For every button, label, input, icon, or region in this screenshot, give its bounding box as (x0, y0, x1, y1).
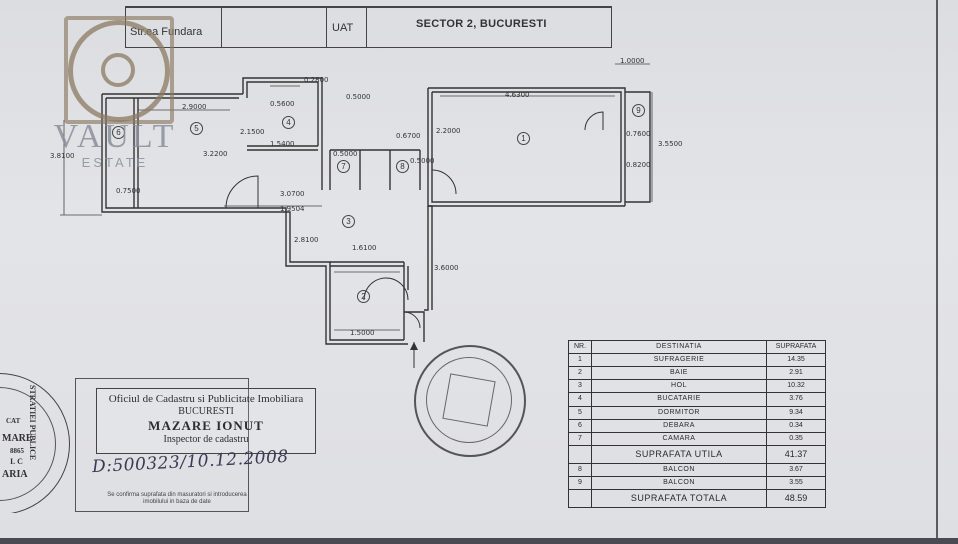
room-number: 8 (396, 160, 409, 173)
dim-label: 4.6300 (505, 91, 530, 99)
dim-label: 0.7500 (116, 187, 141, 195)
room-number: 2 (357, 290, 370, 303)
inspector-stamp: Oficiul de Cadastru si Publicitate Imobi… (96, 388, 316, 454)
paper-edge (936, 0, 938, 544)
dim-label: 0.7600 (626, 130, 651, 138)
dim-label: 0.2800 (304, 76, 329, 84)
room-number: 4 (282, 116, 295, 129)
round-seal (414, 345, 526, 457)
dim-label: 3.0700 (280, 190, 305, 198)
dim-label: 1.5400 (270, 140, 295, 148)
dim-label: 0.5000 (410, 157, 435, 165)
entrance-arrow (410, 342, 418, 368)
uat-label: UAT (332, 22, 354, 34)
seal-emblem-icon (442, 373, 496, 427)
ship-wheel-icon (68, 20, 170, 122)
table-header-row: NR. DESTINATIA SUPRAFATA (568, 339, 826, 355)
dim-label: 0.8200 (626, 161, 651, 169)
dim-label: 2.8100 (294, 236, 319, 244)
room-number: 6 (112, 126, 125, 139)
room-number: 7 (337, 160, 350, 173)
room-number: 3 (342, 215, 355, 228)
dim-label: 0.5000 (346, 93, 371, 101)
dim-label: 3.6000 (434, 264, 459, 272)
logo-sub: ESTATE (81, 155, 149, 170)
dim-label: 1.0000 (620, 57, 645, 65)
door-arcs (225, 111, 604, 329)
dim-label: 0.5000 (333, 150, 358, 158)
confirmation-text: Se confirma suprafata din masuratori si … (107, 492, 247, 505)
circular-stamp-left: CAT MARE 8865 I. C ARIA STRATIEI PUBLICE (0, 373, 80, 513)
dim-label: 0.6700 (396, 132, 421, 140)
dim-label: 3.8100 (50, 152, 75, 160)
dim-label: 2.1500 (240, 128, 265, 136)
room-number: 5 (190, 122, 203, 135)
street-value: ea Fundara (146, 26, 203, 38)
dim-label: 2.9000 (182, 103, 207, 111)
cadastral-stamp-frame (75, 378, 249, 512)
dimension-lines (60, 63, 653, 331)
dim-label: 0.5600 (270, 100, 295, 108)
vault-estate-logo: VAULT ESTATE (40, 16, 190, 208)
uat-value: SECTOR 2, BUCURESTI (416, 18, 547, 30)
dim-label: 1.5000 (350, 329, 375, 337)
dim-label: 3.2200 (203, 150, 228, 158)
bottom-bar (0, 538, 958, 544)
logo-brand: VAULT (53, 118, 177, 155)
dim-label: 1.9504 (280, 205, 305, 213)
dim-label: 1.6100 (352, 244, 377, 252)
room-number: 1 (517, 132, 530, 145)
room-number: 9 (632, 104, 645, 117)
dim-label: 3.5500 (658, 140, 683, 148)
dim-label: 2.2000 (436, 127, 461, 135)
